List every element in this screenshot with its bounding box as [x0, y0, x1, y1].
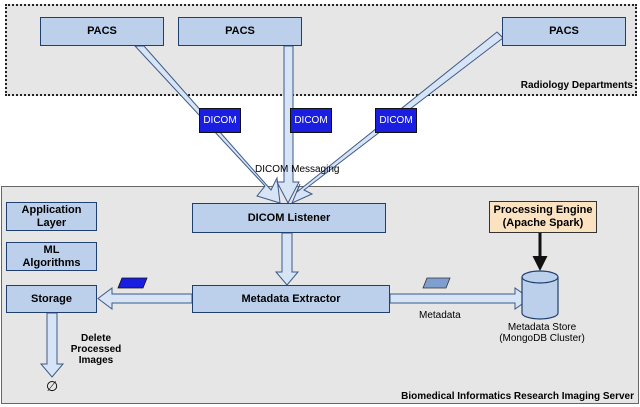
arrow-extractor-to-store [389, 287, 531, 310]
metadata-message-shape [117, 277, 148, 289]
application-layer-line2: Layer [36, 216, 67, 229]
dicom-messaging-label: DICOM Messaging [255, 164, 340, 175]
empty-set-icon: ∅ [46, 378, 59, 394]
storage-label: Storage [31, 292, 72, 305]
metadata-store-line1: Metadata Store [507, 322, 577, 333]
dicom-listener-label: DICOM Listener [247, 211, 331, 224]
imaging-server-label: Biomedical Informatics Research Imaging … [401, 391, 634, 402]
metadata-store-line2: (MongoDB Cluster) [499, 333, 585, 344]
processing-engine-line1: Processing Engine [493, 204, 593, 216]
ml-algorithms-line2: Algorithms [22, 256, 81, 269]
delete-line2: Processed [70, 344, 122, 355]
delete-line1: Delete [80, 333, 111, 344]
radiology-departments-label: Radiology Departments [520, 80, 633, 91]
delete-line3: Images [78, 355, 114, 366]
metadata-store-label: Metadata Store (MongoDB Cluster) [495, 322, 589, 344]
dicom-tag-3: DICOM [375, 108, 417, 133]
delete-processed-images-label: Delete Processed Images [66, 333, 126, 366]
arrow-listener-to-extractor [274, 232, 300, 286]
dicom-tag-1: DICOM [199, 108, 241, 133]
metadata-extractor-label: Metadata Extractor [241, 292, 341, 305]
arrow-pacs2-to-listener [276, 45, 300, 205]
application-layer-line1: Application [21, 203, 82, 216]
processing-engine-line2: (Apache Spark) [502, 217, 584, 229]
metadata-store-cylinder [521, 270, 559, 320]
dicom-listener-box: DICOM Listener [192, 203, 386, 233]
pacs-box-1: PACS [40, 17, 164, 46]
pacs-label: PACS [225, 25, 255, 37]
arrow-extractor-to-storage [97, 287, 193, 310]
processing-engine-box: Processing Engine(Apache Spark) [489, 201, 597, 233]
arrow-storage-to-deleted [39, 312, 65, 378]
metadata-label: Metadata [419, 310, 461, 321]
ml-algorithms-line1: ML [43, 243, 60, 256]
pacs-box-2: PACS [178, 17, 302, 46]
arrow-pacs1-to-listener [133, 45, 281, 204]
dicom-tag-2: DICOM [290, 108, 332, 133]
pacs-box-3: PACS [502, 17, 626, 46]
pacs-label: PACS [87, 25, 117, 37]
storage-box: Storage [6, 285, 97, 313]
metadata-extractor-box: Metadata Extractor [192, 285, 390, 313]
metadata-message-shape-light [422, 277, 451, 289]
pacs-label: PACS [549, 25, 579, 37]
